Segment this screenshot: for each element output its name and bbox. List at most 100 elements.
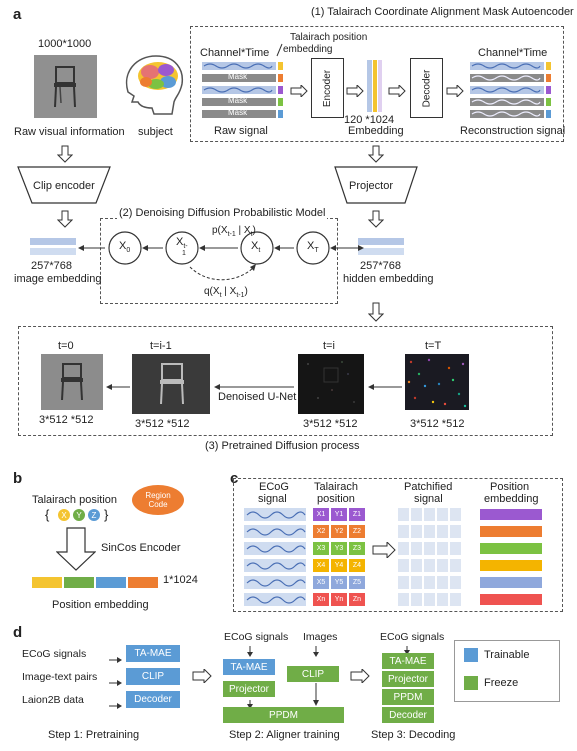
position-embedding-bar (32, 575, 160, 593)
patch-cell (398, 576, 409, 589)
decoder-label: Decoder (421, 69, 432, 107)
encoder-box: Encoder (311, 58, 344, 118)
step2-ppdm-box: PPDM (223, 707, 344, 723)
big-arrow-down-icon (55, 527, 97, 576)
embedding-bars (367, 58, 383, 119)
reconstruction-stack (468, 60, 558, 127)
pos-bar-segment (32, 577, 62, 588)
step2-clip-box: CLIP (287, 666, 339, 682)
patch-cell (398, 593, 409, 606)
arrow-right-icon (372, 540, 396, 563)
position-embedding-row (480, 577, 542, 588)
size-ti1: 3*512 *512 (135, 418, 190, 430)
patch-cell (411, 559, 422, 572)
pretrained-title: (3) Pretrained Diffusion process (205, 440, 360, 452)
arrow-left-icon (106, 378, 130, 396)
step2-ecog: ECoG signals (224, 631, 289, 643)
coord-cell-y: Y1 (331, 508, 347, 521)
step2-projector-box: Projector (223, 681, 275, 697)
patch-cell (411, 508, 422, 521)
arrow-down-icon (312, 683, 320, 712)
noise-pattern (307, 361, 355, 403)
pretrained-box (18, 326, 553, 436)
patch-cell (450, 525, 461, 538)
image-emb-label: image embedding (14, 273, 102, 285)
patch-cell (411, 542, 422, 555)
arrow-down-icon (246, 645, 254, 663)
tT-label: t=T (425, 340, 442, 352)
panel-d-label: d (13, 624, 23, 641)
arrow-right-icon (388, 83, 406, 102)
arrow-right-icon (446, 83, 464, 102)
raw-signal-stack (200, 60, 290, 127)
clip-encoder-label: Clip encoder (33, 180, 95, 192)
image-ti1 (132, 354, 210, 414)
patch-cell (398, 525, 409, 538)
image-t0 (41, 354, 103, 410)
arrow-down-icon (246, 697, 254, 715)
mask-label-3: Mask (228, 108, 248, 117)
arrow-down-icon (56, 210, 74, 233)
size-tT: 3*512 *512 (410, 418, 465, 430)
reconstruction-label: Reconstruction signal (460, 125, 566, 137)
mask-label-1: Mask (228, 72, 248, 81)
arrow-down-icon (312, 645, 320, 663)
patch-cell (437, 593, 448, 606)
coord-cell-y: Y4 (331, 559, 347, 572)
patch-cell (398, 508, 409, 521)
p-transition-label: p(Xt-1 | Xt) (212, 225, 256, 238)
size-t0: 3*512 *512 (39, 414, 94, 426)
step1-tamae-box: TA-MAE (126, 645, 180, 662)
t0-label: t=0 (58, 340, 74, 352)
image-embedding-bars (30, 238, 76, 261)
patch-cell (450, 542, 461, 555)
coord-cell-y: Yn (331, 593, 347, 606)
raw-size: 1000*1000 (38, 38, 92, 50)
coord-cell-z: Z4 (349, 559, 365, 572)
arrow-right-icon (192, 667, 212, 688)
step3-ppdm-box: PPDM (382, 689, 434, 705)
patch-cell (437, 508, 448, 521)
autoencoder-title: (1) Talairach Coordinate Alignment Mask … (311, 6, 574, 18)
hidden-embedding-bars (358, 238, 404, 261)
legend-trainable-label: Trainable (484, 649, 530, 661)
y-coord-dot: Y (73, 509, 85, 521)
slash-mark (276, 43, 284, 62)
xt1-node-sub: 1 (182, 250, 186, 257)
xt-node: Xt (251, 240, 261, 255)
position-embedding-row (480, 560, 542, 571)
raw-signal-label: Raw signal (214, 125, 268, 137)
size-ti: 3*512 *512 (303, 418, 358, 430)
coord-cell-x: X5 (313, 576, 329, 589)
ecog-title-1: ECoG (259, 481, 289, 493)
raw-label: Raw visual information (14, 126, 125, 138)
step1-clip-box: CLIP (126, 668, 180, 685)
talairach-emb-label-1: Talairach position (290, 32, 368, 43)
z-coord-dot: Z (88, 509, 100, 521)
pos-bar-segment (64, 577, 94, 588)
patch-cell (424, 593, 435, 606)
noisy-chair-icon (160, 363, 184, 405)
ecog-signal-cell (244, 559, 306, 572)
position-embedding-row (480, 509, 542, 520)
encoder-label: Encoder (322, 69, 333, 107)
image-tT (405, 354, 469, 410)
patch-cell (450, 593, 461, 606)
patch-cell (424, 576, 435, 589)
channel-time-in: Channel*Time (200, 47, 270, 59)
coord-cell-z: Zn (349, 593, 365, 606)
position-embedding-row (480, 543, 542, 554)
decoder-box: Decoder (410, 58, 443, 118)
clip-encoder-shape (17, 166, 111, 209)
x-coord-dot: X (58, 509, 70, 521)
noise-pattern (407, 358, 467, 408)
patch-cell (411, 576, 422, 589)
coord-cell-x: Xn (313, 593, 329, 606)
patch-cell (424, 508, 435, 521)
arrow-right-icon (109, 651, 123, 669)
projector-label: Projector (349, 180, 394, 192)
image-ti (298, 354, 364, 414)
arrow-right-icon (109, 674, 123, 692)
patch-cell (424, 525, 435, 538)
chair-icon (34, 55, 97, 118)
